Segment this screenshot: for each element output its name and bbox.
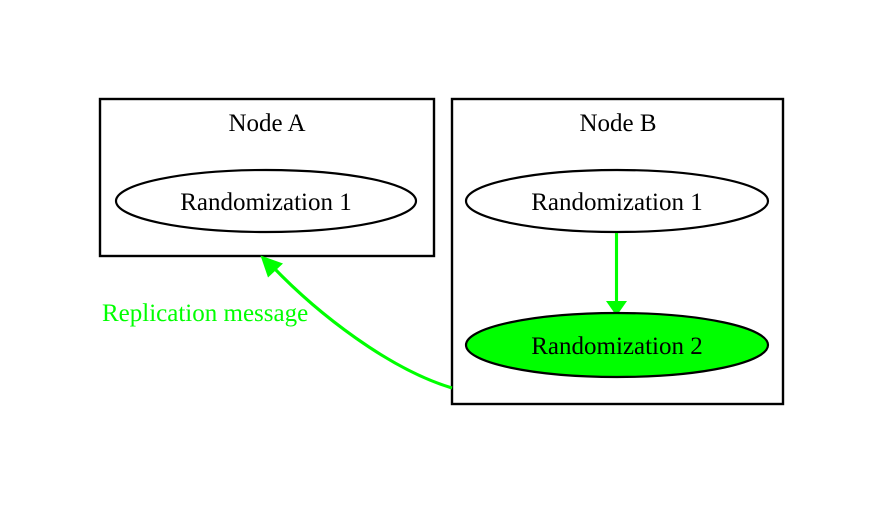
node-b-randomization-2[interactable]: Randomization 2 <box>464 311 770 379</box>
node-a-randomization-1[interactable]: Randomization 1 <box>114 168 418 234</box>
node-b-randomization-2-label: Randomization 2 <box>531 333 703 360</box>
replication-edge-curve <box>271 265 453 390</box>
replication-message-label: Replication message <box>102 300 308 327</box>
node-b-randomization-1-label: Randomization 1 <box>531 189 703 216</box>
arrowhead-up-left-icon <box>260 255 283 278</box>
node-b-title: Node B <box>579 110 656 137</box>
cluster-node-b[interactable]: Node B Randomization 1 Randomization 2 <box>450 97 785 406</box>
node-a-randomization-1-label: Randomization 1 <box>180 189 352 216</box>
edge-replication-message[interactable]: Replication message <box>102 255 453 390</box>
node-a-title: Node A <box>228 110 305 137</box>
cluster-node-a[interactable]: Node A Randomization 1 <box>98 97 436 258</box>
node-a-randomization-1-ellipse[interactable] <box>114 168 418 234</box>
node-b-randomization-1-ellipse[interactable] <box>464 168 770 234</box>
arrowhead-down-icon <box>606 301 627 316</box>
arrow-randomization1-to-randomization2[interactable] <box>606 233 627 316</box>
node-b-randomization-2-ellipse[interactable] <box>464 311 770 379</box>
node-b-randomization-1[interactable]: Randomization 1 <box>464 168 770 234</box>
